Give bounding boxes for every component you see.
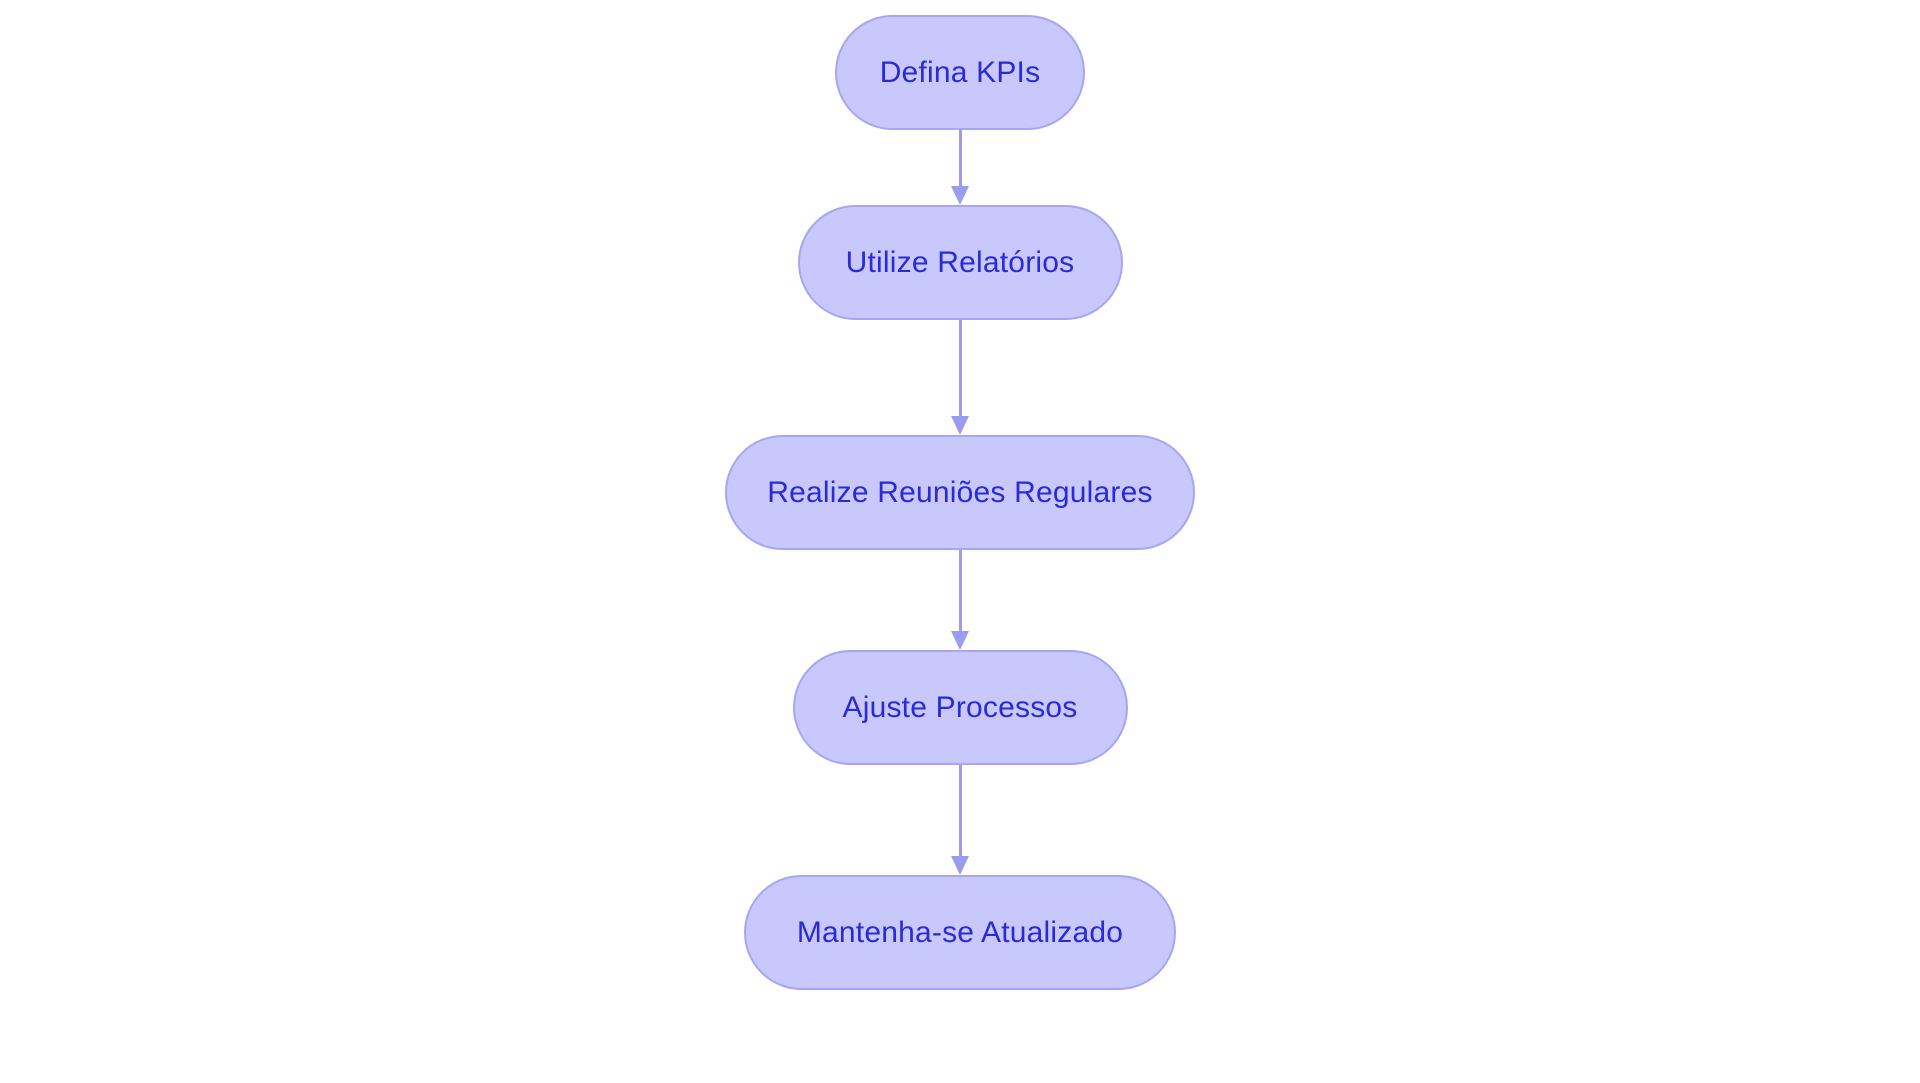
edge-line [958,130,962,186]
flowchart-node-3[interactable]: Realize Reuniões Regulares [725,435,1195,550]
flowchart-edge-3-to-4 [950,550,970,650]
flowchart-node-4-label: Ajuste Processos [842,690,1078,724]
flowchart-edge-2-to-3 [950,320,970,435]
flowchart-node-2-label: Utilize Relatórios [845,245,1075,279]
flowchart-node-2[interactable]: Utilize Relatórios [797,205,1123,320]
arrow-down-icon [951,631,969,650]
flowchart-node-1[interactable]: Defina KPIs [835,15,1085,130]
arrow-down-icon [951,416,969,435]
flowchart-node-5[interactable]: Mantenha-se Atualizado [744,875,1176,990]
flowchart-node-3-label: Realize Reuniões Regulares [767,475,1153,509]
flowchart-edge-1-to-2 [950,130,970,205]
flowchart-node-4[interactable]: Ajuste Processos [792,650,1128,765]
flowchart-edge-4-to-5 [950,765,970,875]
arrow-down-icon [951,186,969,205]
flowchart-node-5-label: Mantenha-se Atualizado [796,915,1124,949]
edge-line [958,550,962,631]
edge-line [958,320,962,416]
arrow-down-icon [951,856,969,875]
edge-line [958,765,962,856]
flowchart-node-1-label: Defina KPIs [879,55,1041,89]
